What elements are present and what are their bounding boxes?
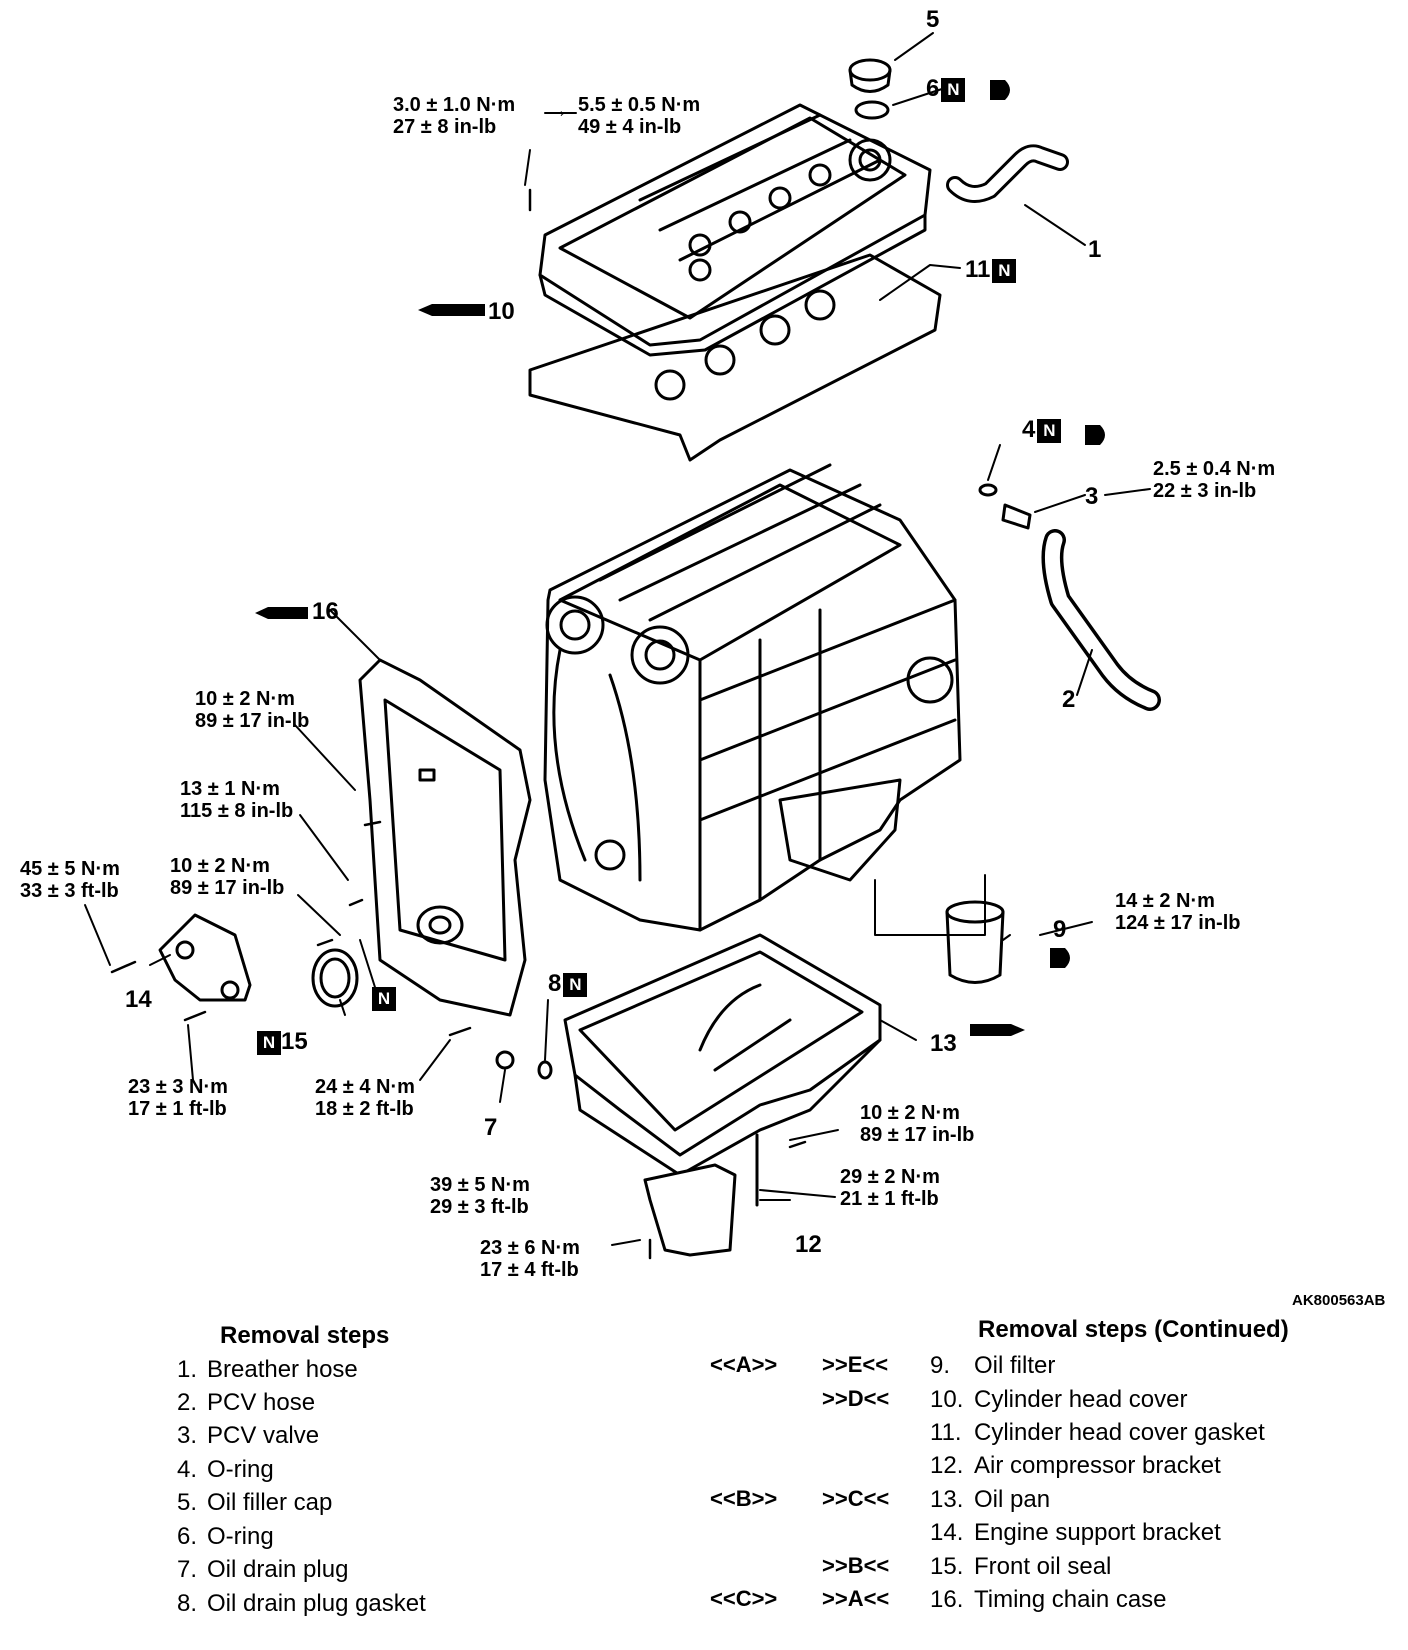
ref-code: >>B<< — [822, 1553, 890, 1578]
oil-filler-cap — [848, 58, 892, 93]
callout-3: 3 — [1085, 483, 1099, 510]
step-item: 10.Cylinder head cover — [930, 1386, 1188, 1413]
step-item: 9.Oil filter — [930, 1352, 1056, 1379]
ref-code: >>E<< — [822, 1352, 889, 1377]
oil-apply-icons — [990, 80, 1105, 968]
o-ring-6 — [854, 100, 890, 120]
pcv-valve — [1001, 503, 1032, 530]
step-item: 6.O-ring — [176, 1523, 274, 1550]
removal-steps-continued-title: Removal steps (Continued) — [978, 1316, 1289, 1343]
timing-chain-case — [358, 658, 532, 1017]
oil-drain-plug — [495, 1050, 515, 1070]
callout-12: 12 — [795, 1231, 822, 1258]
step-item: 15.Front oil seal — [930, 1553, 1112, 1580]
arrow-icon: → — [548, 100, 568, 122]
front-oil-seal — [311, 948, 359, 1008]
n-mark-icon: N — [941, 77, 966, 102]
step-item: 12.Air compressor bracket — [930, 1452, 1221, 1479]
air-compressor-bracket — [643, 1133, 759, 1257]
step-item: 3.PCV valve — [176, 1422, 320, 1449]
engine-support-bracket — [158, 913, 252, 1002]
n-mark-icon: N — [992, 258, 1017, 283]
ref-code: <<B>> — [710, 1486, 778, 1511]
step-item: 2.PCV hose — [176, 1389, 316, 1416]
callout-16: 16 — [312, 598, 339, 625]
callout-13: 13 — [930, 1030, 957, 1057]
step-item: 7.Oil drain plug — [176, 1556, 349, 1583]
ref-code: <<A>> — [710, 1352, 778, 1377]
oil-pan — [563, 933, 882, 1177]
cylinder-head-cover — [538, 103, 932, 357]
ref-code: >>A<< — [822, 1586, 890, 1611]
sealant-tube-icons — [255, 304, 1025, 1036]
oil-filter — [945, 900, 1005, 984]
step-item: 11.Cylinder head cover gasket — [930, 1419, 1265, 1446]
step-item: 13.Oil pan — [930, 1486, 1051, 1513]
bolts — [110, 188, 807, 1260]
callout-10: 10 — [488, 298, 515, 325]
n-mark-icon: N — [563, 972, 588, 997]
n-mark-icon: N — [1037, 418, 1062, 443]
engine-block — [543, 463, 962, 932]
cylinder-head-cover-gasket — [528, 253, 942, 462]
figure-id: AK800563AB — [1292, 1292, 1386, 1309]
exploded-engine-diagram — [84, 32, 1161, 1260]
step-item: 1.Breather hose — [176, 1356, 358, 1383]
oil-drain-plug-gasket — [537, 1060, 553, 1080]
n-mark-icon: N — [372, 986, 396, 1011]
ref-code: <<C>> — [710, 1586, 778, 1611]
removal-steps-title: Removal steps — [220, 1322, 390, 1349]
step-item: 16.Timing chain case — [930, 1586, 1167, 1613]
callout-1: 1 — [1088, 236, 1102, 263]
callout-7: 7 — [484, 1114, 498, 1141]
step-item: 14.Engine support bracket — [930, 1519, 1221, 1546]
callout-14: 14 — [125, 986, 152, 1013]
ref-code: >>C<< — [822, 1486, 890, 1511]
step-item: 5.Oil filler cap — [176, 1489, 333, 1516]
n-mark-icon: N — [257, 1030, 281, 1055]
step-item: 8.Oil drain plug gasket — [176, 1590, 426, 1617]
step-item: 4.O-ring — [176, 1456, 274, 1483]
leader-lines — [84, 32, 1151, 1246]
o-ring-4 — [978, 483, 998, 497]
n-mark-callout: N — [370, 986, 396, 1011]
ref-code: >>D<< — [822, 1386, 890, 1411]
callout-2: 2 — [1062, 686, 1076, 713]
callout-9: 9 — [1053, 916, 1067, 943]
callout-5: 5 — [926, 6, 940, 33]
